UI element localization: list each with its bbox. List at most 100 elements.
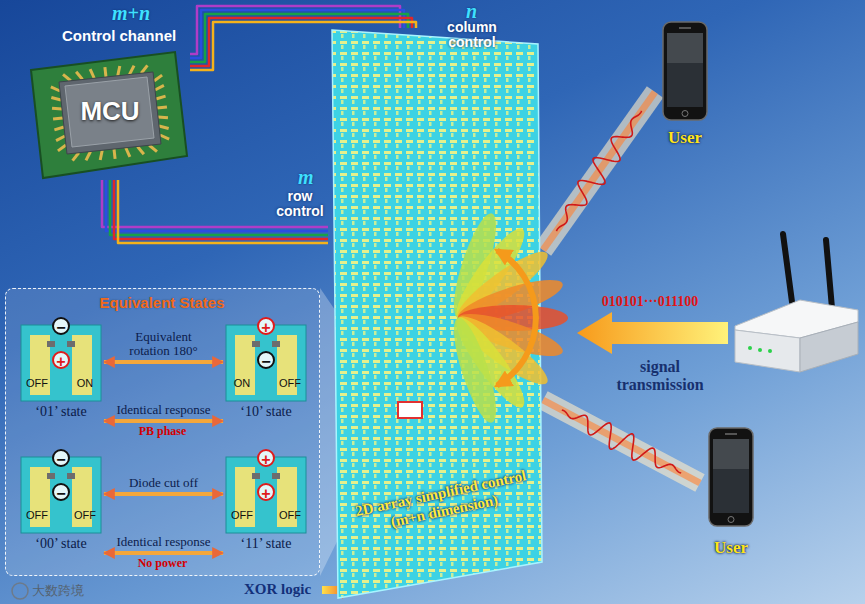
unit-cell-substrate: [226, 457, 306, 533]
phone-speaker: [679, 27, 691, 29]
router-antenna: [783, 234, 792, 302]
edge-label: Identical response: [116, 535, 210, 549]
node-text: OFF: [19, 509, 55, 522]
chip-pin: [160, 135, 169, 139]
router-led: [748, 346, 752, 350]
channel-label: column control: [430, 20, 514, 50]
channel-count: m: [298, 166, 314, 188]
node-text: −: [54, 485, 68, 499]
signal-arrow: [577, 312, 728, 354]
chip-pin: [159, 126, 169, 129]
chip-die: [65, 77, 154, 147]
polarity-circle: −: [52, 483, 70, 501]
node-text: +: [259, 319, 273, 333]
pin-diode: [272, 341, 280, 347]
beam-core: [543, 400, 700, 483]
pin-diode: [47, 341, 55, 347]
user-phone: User: [700, 428, 762, 560]
connector: [543, 400, 700, 483]
pin-diode: [272, 473, 280, 479]
chip-pin: [53, 118, 63, 119]
polarity-circle: +: [257, 483, 275, 501]
node-text: User: [700, 538, 762, 558]
channel-count: m+n: [112, 2, 150, 24]
chip-pin: [155, 85, 164, 90]
chip-pin: [100, 150, 102, 160]
channel-label: Control channel: [62, 27, 176, 45]
edge-label: Equivalent rotation 180°: [117, 330, 211, 358]
router-led: [758, 348, 762, 352]
screen-glare: [713, 439, 749, 469]
chip-pin: [149, 145, 157, 151]
chip-pin: [90, 69, 94, 78]
phone-body: [663, 22, 707, 120]
connector: [543, 92, 655, 250]
phone-body: [709, 428, 753, 526]
home-button: [682, 111, 688, 117]
bit-stream: 010101···011100: [602, 293, 698, 310]
chip-pin: [154, 75, 162, 81]
pin-diode: [252, 341, 260, 347]
unit-cell: ONOFF‘10’ state+−: [223, 317, 309, 425]
scan-arrow: [497, 251, 536, 386]
chip-pin: [63, 74, 71, 80]
home-button: [728, 517, 734, 523]
chip-pin: [58, 145, 66, 151]
node-text: ‘01’ state: [18, 404, 104, 420]
router-led: [768, 349, 772, 353]
user-phone: User: [655, 22, 715, 150]
polarity-circle: +: [52, 351, 70, 369]
polarity-circle: +: [257, 317, 275, 335]
edge-label: Diode cut off: [129, 476, 198, 490]
node-text: OFF: [272, 509, 308, 522]
router-antenna: [826, 240, 832, 308]
unit-cell-substrate: [21, 325, 101, 401]
router-side: [800, 322, 858, 372]
circuit-board: [31, 52, 187, 178]
unit-cell: OFFON‘01’ state−+: [18, 317, 104, 425]
mechanism-note: No power: [138, 556, 188, 570]
metasurface-array: 2D array simplified control (m+n dimensi…: [328, 28, 543, 600]
chip-pin: [52, 107, 62, 111]
beam-tube: [543, 92, 655, 250]
node-text: OFF: [272, 377, 308, 390]
node-text: ON: [67, 377, 103, 390]
edge-label: Identical response: [116, 403, 210, 417]
chip-pin: [126, 148, 130, 157]
chip-pin: [105, 67, 106, 77]
node-text: +: [259, 485, 273, 499]
node-text: Equivalent States: [6, 294, 318, 312]
mcu-chip: MCU: [25, 48, 190, 180]
chip-pin: [141, 65, 147, 73]
pin-diode: [252, 473, 260, 479]
router-front: [735, 330, 800, 372]
node-text: −: [54, 451, 68, 465]
node-text: ‘11’ state: [223, 536, 309, 552]
unit-cell: OFFOFF‘00’ state−−: [18, 449, 104, 557]
polarity-circle: −: [257, 351, 275, 369]
chip-pin: [114, 149, 115, 159]
chip-pin: [73, 153, 79, 161]
watermark-logo: [12, 583, 28, 599]
logic-label: XOR logic: [244, 581, 311, 598]
chip-pin: [56, 136, 65, 141]
channel-count: n: [466, 0, 477, 22]
chip-pin: [158, 116, 168, 120]
chip-pin: [86, 152, 91, 161]
node-text: −: [259, 353, 273, 367]
chip-pin: [76, 72, 82, 80]
node-text: OFF: [67, 509, 103, 522]
chip-pin: [156, 96, 166, 99]
channel-label: row control: [268, 189, 332, 219]
chip-pin: [54, 127, 64, 130]
node-text: User: [655, 128, 715, 148]
beam-tube: [543, 400, 700, 483]
screen-glare: [667, 33, 703, 63]
highlighted-unit: [398, 402, 422, 418]
chip-pin: [51, 97, 61, 100]
beam-core: [543, 92, 655, 250]
em-wave: [562, 410, 681, 473]
beam-lobe: [446, 314, 505, 427]
chip-pin: [157, 107, 167, 108]
